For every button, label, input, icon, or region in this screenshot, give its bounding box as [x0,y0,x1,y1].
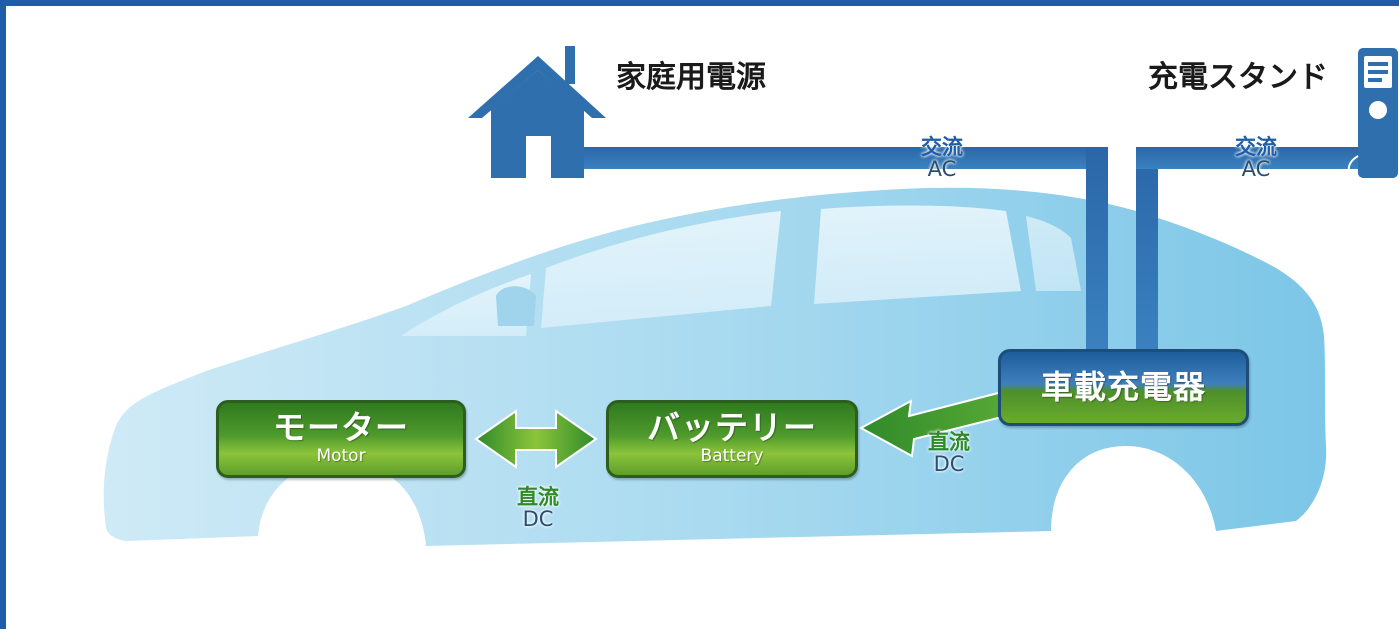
battery-label-en: Battery [700,446,764,466]
motor-label-jp: モーター [273,408,409,447]
diagram-graphics [103,46,1398,596]
motor-battery-dc-label: 直流 DC [500,486,576,530]
motor-box: モーター Motor [216,400,466,478]
motor-label-en: Motor [316,446,366,466]
home-power-label: 家庭用電源 [616,60,766,95]
station-ac-flow-label: 交流 AC [1218,136,1294,180]
home-ac-jp: 交流 [921,135,963,159]
charger-battery-dc-jp: 直流 [928,430,970,454]
charger-battery-dc-label: 直流 DC [911,431,987,475]
motor-battery-dc-jp: 直流 [517,485,559,509]
charging-station-icon [1347,48,1398,180]
onboard-charger-box: 車載充電器 [998,349,1249,426]
dc-double-arrow [474,409,598,469]
charging-station-label: 充電スタンド [1148,60,1328,95]
battery-label-jp: バッテリー [647,408,817,447]
home-ac-flow-label: 交流 AC [904,136,980,180]
battery-box: バッテリー Battery [606,400,858,478]
station-ac-en: AC [1241,157,1271,181]
onboard-charger-label: 車載充電器 [1040,368,1206,406]
motor-battery-dc-en: DC [522,507,554,531]
ac-power-lines [571,147,1366,357]
charger-battery-dc-en: DC [933,452,965,476]
home-ac-en: AC [927,157,957,181]
station-ac-jp: 交流 [1235,135,1277,159]
house-icon [468,46,606,178]
